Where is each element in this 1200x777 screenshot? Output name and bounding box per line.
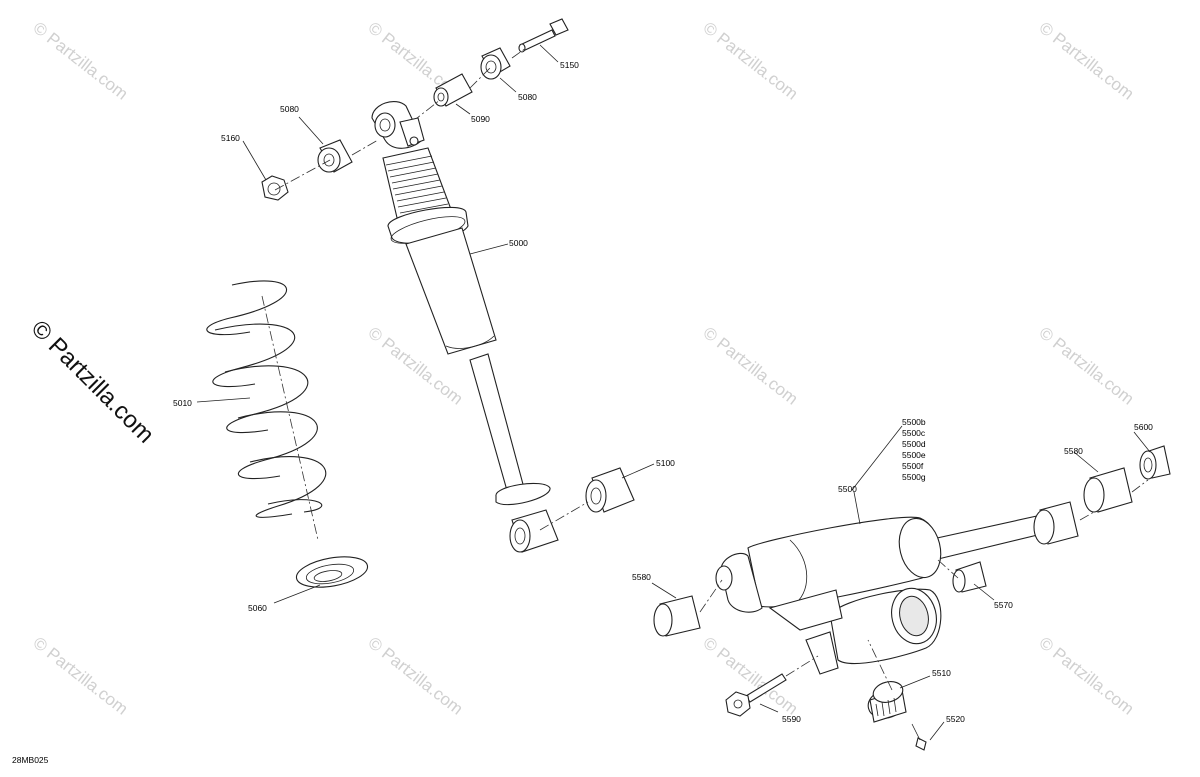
axis-line-spring — [261, 295, 319, 541]
callout-5510: 5510 — [932, 668, 951, 678]
watermark: © Partzilla.com — [30, 633, 132, 719]
axis-line-right — [1079, 479, 1149, 521]
bushing-5580-left — [653, 595, 701, 637]
watermark-main: © Partzilla.com — [26, 315, 159, 448]
lower-shock-assembly-5500 — [715, 513, 1051, 675]
thread-lines — [385, 155, 449, 214]
watermark: © Partzilla.com — [30, 18, 132, 104]
callout-5500f: 5500f — [902, 461, 924, 471]
watermark: © Partzilla.com — [700, 323, 802, 409]
axis-line-5590 — [785, 655, 819, 677]
cap-5600 — [1139, 445, 1171, 480]
watermark: © Partzilla.com — [1036, 633, 1138, 719]
nut-5160 — [261, 175, 289, 201]
bolt-5590 — [725, 673, 787, 717]
sleeve-5570 — [952, 561, 987, 593]
spring-5010 — [206, 280, 327, 518]
callout-labels: 5150 5080 5090 5080 5160 5000 5010 5060 … — [12, 60, 1153, 765]
rod-eye — [1033, 501, 1079, 545]
bushing-5080-top — [480, 47, 511, 80]
callout-5060: 5060 — [248, 603, 267, 613]
callout-5100: 5100 — [656, 458, 675, 468]
callout-5580-right: 5580 — [1064, 446, 1083, 456]
bushing-5580-right — [1083, 467, 1133, 513]
watermark-grid: © Partzilla.com © Partzilla.com © Partzi… — [30, 18, 1138, 719]
callout-5520: 5520 — [946, 714, 965, 724]
bolt-5150 — [518, 18, 569, 53]
diagram-code: 28MB025 — [12, 755, 49, 765]
callout-5150: 5150 — [560, 60, 579, 70]
callout-5570: 5570 — [994, 600, 1013, 610]
watermark: © Partzilla.com — [700, 18, 802, 104]
callout-5080-top: 5080 — [518, 92, 537, 102]
watermark: © Partzilla.com — [1036, 18, 1138, 104]
leader-lines — [196, 44, 1151, 741]
axis-line-5570 — [937, 559, 959, 579]
watermark: © Partzilla.com — [1036, 323, 1138, 409]
callout-5500e: 5500e — [902, 450, 926, 460]
callout-5500: 5500 — [838, 484, 857, 494]
axis-line-lower-shock — [539, 501, 589, 531]
callout-5500d: 5500d — [902, 439, 926, 449]
shock-absorber-5000 — [371, 101, 559, 553]
callout-5010: 5010 — [173, 398, 192, 408]
watermark: © Partzilla.com — [365, 633, 467, 719]
bushing-5100 — [585, 467, 635, 513]
callout-5600: 5600 — [1134, 422, 1153, 432]
bushing-5080-left — [317, 139, 353, 173]
callout-5160: 5160 — [221, 133, 240, 143]
axis-line-knob — [867, 639, 893, 691]
callout-5590: 5590 — [782, 714, 801, 724]
callout-5580-left: 5580 — [632, 572, 651, 582]
callout-5500c: 5500c — [902, 428, 926, 438]
callout-5500g: 5500g — [902, 472, 926, 482]
callout-5000: 5000 — [509, 238, 528, 248]
axis-line-upper — [274, 47, 527, 191]
callout-5090: 5090 — [471, 114, 490, 124]
callout-5080-left: 5080 — [280, 104, 299, 114]
knob-5510 — [867, 681, 907, 723]
screw-5520 — [911, 723, 927, 751]
callout-5500b: 5500b — [902, 417, 926, 427]
axis-line-left — [699, 579, 723, 613]
retainer-5060 — [295, 556, 369, 588]
